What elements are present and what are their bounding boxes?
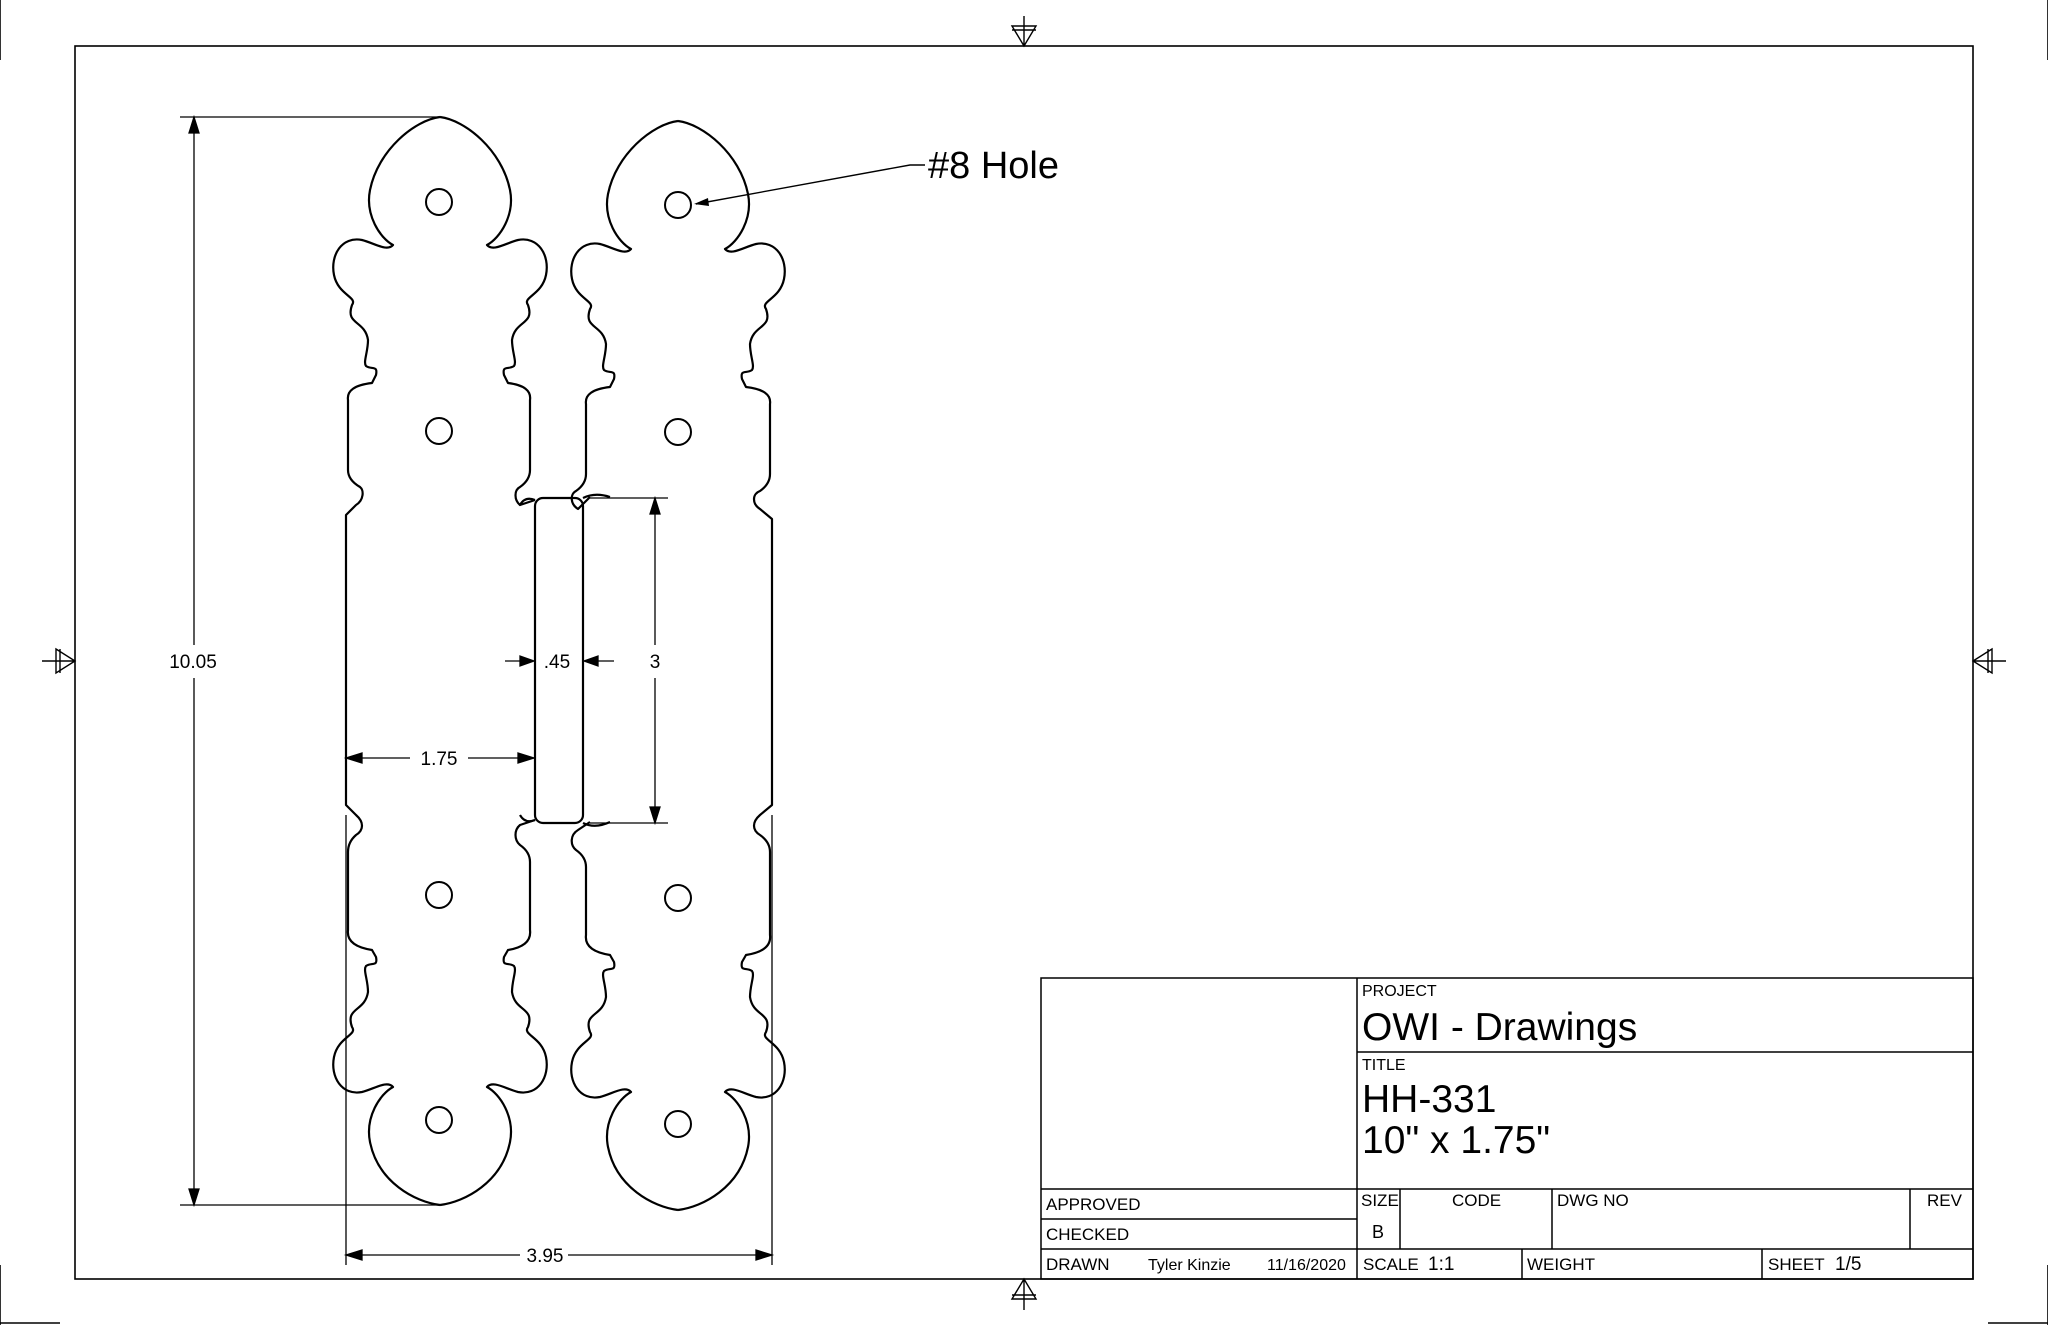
left-leaf-right-edge	[439, 115, 548, 1207]
right-leaf-outline	[570, 119, 679, 1212]
title-block	[1040, 977, 1974, 1280]
scale-label: SCALE	[1363, 1255, 1419, 1274]
checked-label: CHECKED	[1046, 1225, 1129, 1244]
title-line-2: 10" x 1.75"	[1362, 1119, 1550, 1162]
dim-slot-width: .45	[544, 652, 570, 673]
screw-holes	[425, 188, 692, 1138]
code-label: CODE	[1452, 1191, 1501, 1210]
right-leaf-right-edge	[677, 119, 786, 1212]
weight-label: WEIGHT	[1527, 1255, 1595, 1274]
hole-right-3	[664, 884, 692, 912]
dim-leaf-width: 1.75	[421, 749, 458, 770]
dim-overall-width: 3.95	[527, 1246, 564, 1267]
title-label: TITLE	[1362, 1057, 1406, 1074]
hole-left-2	[425, 417, 453, 445]
sheet-value: 1/5	[1835, 1254, 1861, 1275]
title-line-1: HH-331	[1362, 1078, 1496, 1121]
hole-right-2	[664, 418, 692, 446]
dim-overall-height: 10.05	[169, 652, 217, 673]
size-label: SIZE	[1361, 1191, 1399, 1210]
approved-label: APPROVED	[1046, 1195, 1140, 1214]
drawn-label: DRAWN	[1046, 1255, 1110, 1274]
size-value: B	[1372, 1222, 1384, 1242]
hole-callout-label: #8 Hole	[928, 145, 1059, 187]
dim-slot-length: 3	[650, 652, 661, 673]
drawn-date: 11/16/2020	[1267, 1257, 1346, 1274]
hole-left-3	[425, 881, 453, 909]
scale-value: 1:1	[1428, 1254, 1454, 1275]
project-label: PROJECT	[1362, 983, 1437, 1000]
centering-marks	[42, 16, 2006, 1310]
hinge-outline	[332, 115, 786, 1212]
project-value: OWI - Drawings	[1362, 1006, 1637, 1049]
rev-label: REV	[1927, 1191, 1963, 1210]
hole-left-1	[425, 188, 453, 216]
sheet-label: SHEET	[1768, 1255, 1825, 1274]
dwg-no-label: DWG NO	[1557, 1191, 1629, 1210]
hole-right-1	[664, 191, 692, 219]
hole-callout: #8 Hole	[694, 145, 1059, 206]
drawn-by: Tyler Kinzie	[1148, 1257, 1231, 1274]
left-leaf-outline	[332, 115, 441, 1207]
hole-left-4	[425, 1106, 453, 1134]
hinge-knuckle-slot	[533, 496, 585, 825]
dimensions	[180, 114, 775, 1265]
hole-right-4	[664, 1110, 692, 1138]
